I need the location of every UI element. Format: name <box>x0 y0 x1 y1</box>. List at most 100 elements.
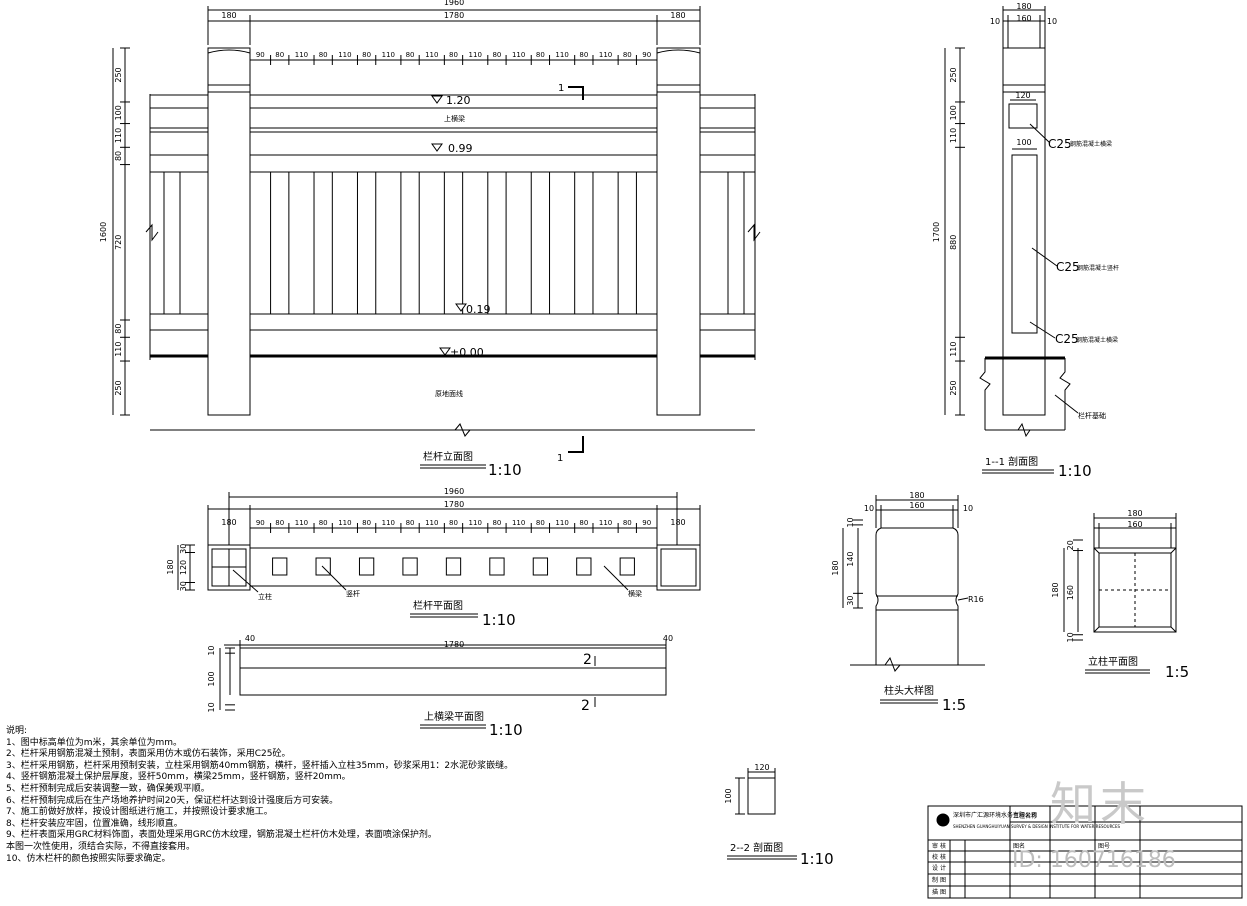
tb-company-cn: 深圳市广汇源环境水务有限公司 <box>953 811 1037 819</box>
phead-left-dims: 10 140 30 <box>846 517 863 609</box>
baluster-dim-2: 110 <box>295 519 308 527</box>
elev-dim-total: 1960 <box>444 0 464 7</box>
s22-dim-w: 120 <box>754 763 769 772</box>
s22-title: 2--2 剖面图 <box>730 841 783 854</box>
plan-label-beam: 横梁 <box>628 589 642 598</box>
note-line: 7、施工前做好放样，按设计图纸进行施工，并按照设计要求施工。 <box>6 807 273 818</box>
baluster-dim-18: 90 <box>642 51 651 59</box>
pplan-dim-inner: 160 <box>1127 520 1142 529</box>
note-line: 本图一次性使用，须结合实际，不得直接套用。 <box>6 841 196 852</box>
vdim-0: 250 <box>114 67 123 82</box>
baluster-dim-12: 110 <box>512 51 525 59</box>
s11-dim-small: 120 <box>1015 91 1030 100</box>
baluster-dim-4: 110 <box>338 51 351 59</box>
baluster-dim-14: 110 <box>555 51 568 59</box>
note-line: 2、栏杆采用钢筋混凝土预制，表面采用仿木或仿石装饰，采用C25砼。 <box>6 749 291 760</box>
elev-post-left <box>207 47 251 416</box>
note-line: 3、栏杆采用钢筋，栏杆采用预制安装，立柱采用钢筋40mm钢筋，横杆，竖杆插入立柱… <box>6 760 514 771</box>
vdim-2: 10 <box>1066 632 1075 642</box>
title-block: 深圳市广汇源环境水务有限公司 SHENZHEN GUANGHUIYUAN SUR… <box>927 805 1243 899</box>
s11-title: 1--1 剖面图 <box>985 455 1038 468</box>
plan-left-total: 180 <box>166 559 175 574</box>
vdim-1: 100 <box>207 671 216 686</box>
baluster-dim-0: 90 <box>256 51 265 59</box>
tb-field-1: 工程名称 <box>1013 812 1037 820</box>
note-line: 1、图中标高单位为m米，其余单位为mm。 <box>6 737 183 748</box>
elev-baluster <box>400 171 420 315</box>
s22-body <box>747 777 776 815</box>
vdim-7: 250 <box>114 380 123 395</box>
note-line: 9、栏杆表面采用GRC材料饰面，表面处理采用GRC仿木纹理，钢筋混凝土栏杆仿木处… <box>6 830 437 841</box>
elev-dim-span: 1780 <box>444 11 464 20</box>
phead-left-total: 180 <box>831 560 840 575</box>
tb-rows: 审 核校 核设 计制 图描 图 <box>932 842 946 896</box>
note-line: 10、仿木栏杆的颜色按照实际要求确定。 <box>6 853 171 864</box>
tb-company-en: SHENZHEN GUANGHUIYUAN SURVEY & DESIGN IN… <box>953 824 1120 829</box>
plan-baluster <box>272 557 288 576</box>
tb-row-3: 制 图 <box>932 876 946 884</box>
vdim-0: 30 <box>179 544 188 554</box>
s11-left-total: 1700 <box>932 222 941 242</box>
plan-post-left <box>207 544 251 591</box>
elev-baluster <box>313 171 333 315</box>
s11-c25-label-2: C25 <box>1056 260 1080 274</box>
vdim-3: 80 <box>114 151 123 161</box>
baluster-dim-10: 110 <box>469 519 482 527</box>
s11-dim-edge-right: 10 <box>1047 17 1057 26</box>
phead-title: 柱头大样图 <box>884 684 934 697</box>
plan-scale: 1:10 <box>482 611 516 629</box>
plan-dim-span: 1780 <box>444 500 464 509</box>
baluster-dim-9: 80 <box>449 51 458 59</box>
vdim-0: 250 <box>949 67 958 82</box>
s11-post <box>1002 47 1046 416</box>
baluster-dim-5: 80 <box>362 519 371 527</box>
vdim-1: 100 <box>114 105 123 120</box>
vdim-2: 30 <box>846 596 855 606</box>
phead-dim-inner: 160 <box>909 501 924 510</box>
phead-dim-top: 180 <box>909 491 924 500</box>
vdim-4: 110 <box>949 342 958 357</box>
elev-post-right <box>656 47 701 416</box>
elev-baluster <box>727 171 745 315</box>
plan-dim-post-right: 180 <box>670 518 685 527</box>
baluster-dim-4: 110 <box>338 519 351 527</box>
plan-dim-post-left: 180 <box>221 518 236 527</box>
baluster-dim-3: 80 <box>319 51 328 59</box>
elev-baluster <box>270 171 290 315</box>
plan-baluster <box>315 557 331 576</box>
elev-level-4: ±0.00 <box>450 346 484 359</box>
vdim-1: 120 <box>179 560 188 575</box>
vdim-2: 30 <box>179 581 188 591</box>
phead-outline <box>875 527 959 611</box>
s11-c25-note-3: 钢筋混凝土横梁 <box>1076 336 1118 344</box>
elev-level-3: 0.19 <box>466 303 491 316</box>
note-line: 4、竖杆钢筋混凝土保护层厚度，竖杆50mm，横梁25mm，竖杆钢筋，竖杆20mm… <box>6 772 351 783</box>
s22-scale: 1:10 <box>800 850 834 868</box>
baluster-dim-12: 110 <box>512 519 525 527</box>
note-line: 6、栏杆预制完成后在生产场地养护时间20天，保证栏杆达到设计强度后方可安装。 <box>6 795 339 806</box>
vdim-1: 140 <box>846 551 855 566</box>
pplan-scale: 1:5 <box>1165 663 1189 681</box>
baluster-dim-16: 110 <box>599 51 612 59</box>
s11-dim-inner: 160 <box>1016 14 1031 23</box>
phead-dim-edge-left: 10 <box>864 504 874 513</box>
plan-baluster <box>489 557 505 576</box>
s11-dim-edge-left: 10 <box>990 17 1000 26</box>
elev-left-total: 1600 <box>99 222 108 242</box>
baluster-dim-17: 80 <box>623 51 632 59</box>
vdim-5: 250 <box>949 380 958 395</box>
baluster-dim-11: 80 <box>492 51 501 59</box>
topbeam-section-mark-2: 2 <box>581 698 590 714</box>
elev-scale: 1:10 <box>488 461 522 479</box>
tb-row-0: 审 核 <box>932 842 946 850</box>
vdim-0: 10 <box>846 517 855 527</box>
baluster-dim-1: 80 <box>275 519 284 527</box>
s11-c25-label-3: C25 <box>1055 332 1079 346</box>
baluster-dim-3: 80 <box>319 519 328 527</box>
